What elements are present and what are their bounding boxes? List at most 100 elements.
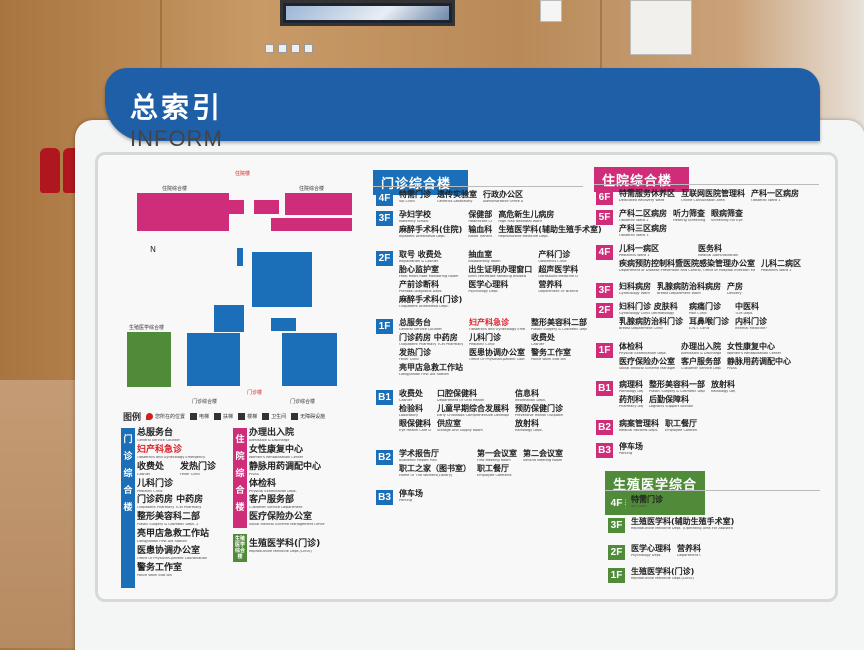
floor-badge: 4F bbox=[608, 496, 625, 511]
entry-name: 妇科门诊 皮肤科 bbox=[619, 302, 678, 311]
map-block bbox=[219, 200, 244, 214]
entry-name: 产科三区病房 bbox=[619, 223, 667, 233]
index-inpatient-bar: 住院综合楼 bbox=[233, 428, 247, 528]
index-outpatient-bar: 门诊综合楼 bbox=[121, 428, 135, 588]
floor-badge: 2F bbox=[608, 545, 625, 560]
entry-name-en: Department Of Oral Health bbox=[437, 399, 485, 402]
entry-name-en: Obstetric Ward 2 bbox=[619, 219, 649, 222]
entry-name-en: Home Of The Workers(Library) bbox=[399, 473, 453, 477]
map-outpatient-southeast bbox=[282, 333, 337, 386]
entry-name: 产科二区病房 bbox=[619, 209, 667, 218]
entry-name: 产前诊断科 bbox=[399, 279, 439, 289]
entry-name-en: Pathology Dept. bbox=[619, 390, 643, 393]
entry-name: 客户服务部 bbox=[249, 495, 295, 506]
entry-name: 生殖医学科(辅助生殖手术室) bbox=[498, 224, 602, 234]
entry-name-en: Psychology Dept. bbox=[631, 554, 662, 557]
entry-name: 中医科 bbox=[735, 302, 759, 311]
entry-name-en: Second Meeting Room bbox=[523, 459, 563, 462]
floor-items: 生殖医学科(门诊)Reproductive Medicine Dept.(Cli… bbox=[631, 568, 700, 581]
entry-name-en: Obstetric Ward 3 bbox=[619, 233, 649, 237]
entry-name: 行政办公区 bbox=[483, 190, 523, 199]
entry-name: 收费处 bbox=[137, 461, 165, 472]
restroom-icon bbox=[262, 413, 270, 420]
entry-name: 信息科 bbox=[515, 389, 539, 398]
entry-name-en: TCM Dept. bbox=[735, 312, 754, 315]
map-label: 生殖医学综合楼 bbox=[129, 325, 165, 331]
entry-name: 抽血室 bbox=[468, 250, 493, 259]
entry-name-en: PIVAS bbox=[249, 472, 259, 476]
entry-name-en: High Risk Neonatal Ward bbox=[498, 220, 542, 223]
entry-name-en: Ultrasound Medicine Dept. bbox=[538, 274, 578, 278]
entry-name-en: Obstetrics Clinic bbox=[538, 260, 567, 263]
entry-name: 超声医学科 bbox=[538, 264, 579, 274]
entry-name: 麻醉手术科(门诊) bbox=[399, 294, 463, 304]
entry-name-en: Reproductive Medicine Dept.(Clinic) bbox=[631, 577, 694, 580]
entry-name-en: Obstetrics and Gynecology Emergency bbox=[469, 328, 525, 331]
directory-entry: 生殖医学科(辅助生殖手术室)Reproductive Medicine Dept… bbox=[498, 224, 602, 239]
map-block bbox=[237, 248, 243, 266]
entry-name: 医疗保险办公室 bbox=[619, 356, 675, 366]
entry-name-en: Pediatric Clinic bbox=[469, 342, 495, 346]
entry-name-en: Academic Report Hall bbox=[399, 459, 437, 462]
entry-name-en: Fetal Heart Rate Monitoring Room bbox=[399, 274, 459, 278]
entry-name: 警务工作室 bbox=[137, 562, 183, 573]
north-arrow-icon: N bbox=[150, 245, 156, 254]
entry-name: 收费处 bbox=[531, 332, 555, 342]
entry-name-en: Fever Clinic bbox=[180, 472, 201, 476]
wall-tv bbox=[280, 0, 455, 26]
directory-entry: 麻醉手术科(门诊)Outpatient Anesthesia Dept. bbox=[399, 294, 463, 309]
entry-name: 儿科二病区 bbox=[761, 258, 801, 268]
floor-badge: 3F bbox=[608, 518, 625, 533]
entry-name-en: General Service Counter bbox=[137, 439, 180, 442]
entry-name-en: Admission & Discharge bbox=[681, 352, 721, 355]
map-block bbox=[214, 305, 244, 332]
entry-name-en: Department Of Nutrition bbox=[538, 289, 579, 293]
fire-extinguisher bbox=[40, 148, 60, 193]
entry-name: 静脉用药调配中心 bbox=[249, 461, 322, 472]
entry-name-en: Genetics Laboratory bbox=[437, 200, 473, 203]
entry-name: 发热门诊 bbox=[399, 347, 431, 357]
floor-badge: B1 bbox=[376, 390, 393, 405]
entry-name-en: Birth certificate handling window bbox=[468, 274, 527, 278]
legend-restroom: 卫生间 bbox=[262, 413, 286, 420]
entry-name: 体检科 bbox=[249, 478, 277, 489]
entry-name-en: Plastic Surgery & Cosmetic Dept. 1 bbox=[649, 390, 705, 393]
wall-notice bbox=[540, 0, 562, 22]
entry-name-en: Gynecology Clinic Dermatology bbox=[619, 312, 675, 315]
entry-name-en: Reproductive Medicine Dept. (Operating A… bbox=[631, 527, 734, 530]
entry-name: 整形美容科二部 bbox=[137, 512, 201, 523]
